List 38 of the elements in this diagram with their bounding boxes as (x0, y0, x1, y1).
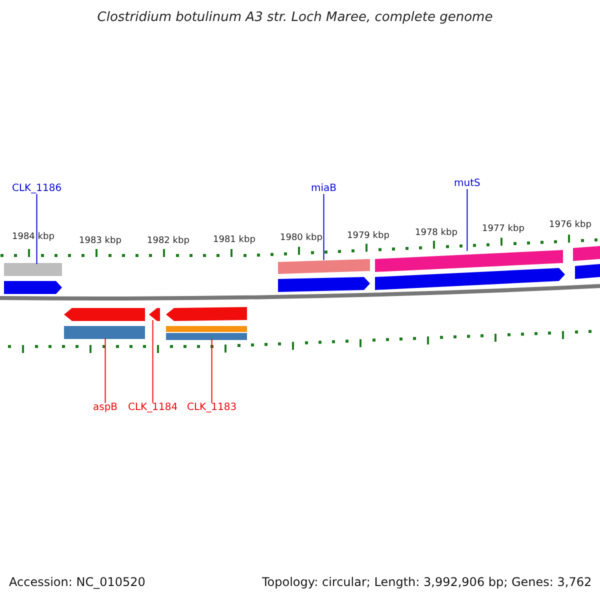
scale-label: 1983 kbp (79, 237, 122, 246)
scale-label: 1978 kbp (415, 229, 458, 238)
gene-name: CLK_1184 (128, 403, 178, 413)
gene-block (149, 308, 160, 321)
gene-block (166, 307, 247, 321)
leader-line (211, 338, 212, 404)
gene-bar (278, 259, 370, 274)
title: Clostridium botulinum A3 str. Loch Maree, complete genome (96, 11, 494, 24)
leader-line (36, 194, 38, 264)
gene-bar (573, 246, 600, 261)
gene-block (4, 281, 62, 294)
gene-block (64, 308, 145, 321)
leader-line (466, 188, 468, 252)
gene-bar (64, 326, 145, 339)
gene-bar (375, 250, 563, 272)
leader-line (104, 338, 106, 404)
gene-bar (166, 326, 247, 332)
scale-label: 1982 kbp (147, 237, 190, 246)
leader-line (152, 320, 154, 404)
gene-name: miaB (311, 184, 337, 194)
scale-label: 1976 kbp (549, 221, 592, 230)
gene-name: CLK_1186 (12, 184, 62, 194)
scale-label: 1979 kbp (347, 232, 390, 241)
gene-bar (166, 333, 247, 340)
scale-label: 1980 kbp (280, 234, 322, 243)
accession-text: Accession: NC_010520 (9, 576, 146, 588)
gene-name: mutS (454, 179, 480, 189)
gene-block (278, 277, 370, 292)
summary-text: Topology: circular; Length: 3,992,906 bp; Genes: 3,762 (262, 576, 592, 588)
gene-name: aspB (93, 403, 118, 413)
gene-bar (4, 263, 62, 276)
gene-block (375, 268, 565, 290)
scale-label: 1984 kbp (12, 233, 54, 242)
scale-label: 1981 kbp (213, 236, 256, 245)
scale-label: 1977 kbp (482, 225, 524, 234)
gene-name: CLK_1183 (187, 403, 237, 413)
leader-line (323, 194, 324, 260)
gene-block (575, 264, 600, 279)
